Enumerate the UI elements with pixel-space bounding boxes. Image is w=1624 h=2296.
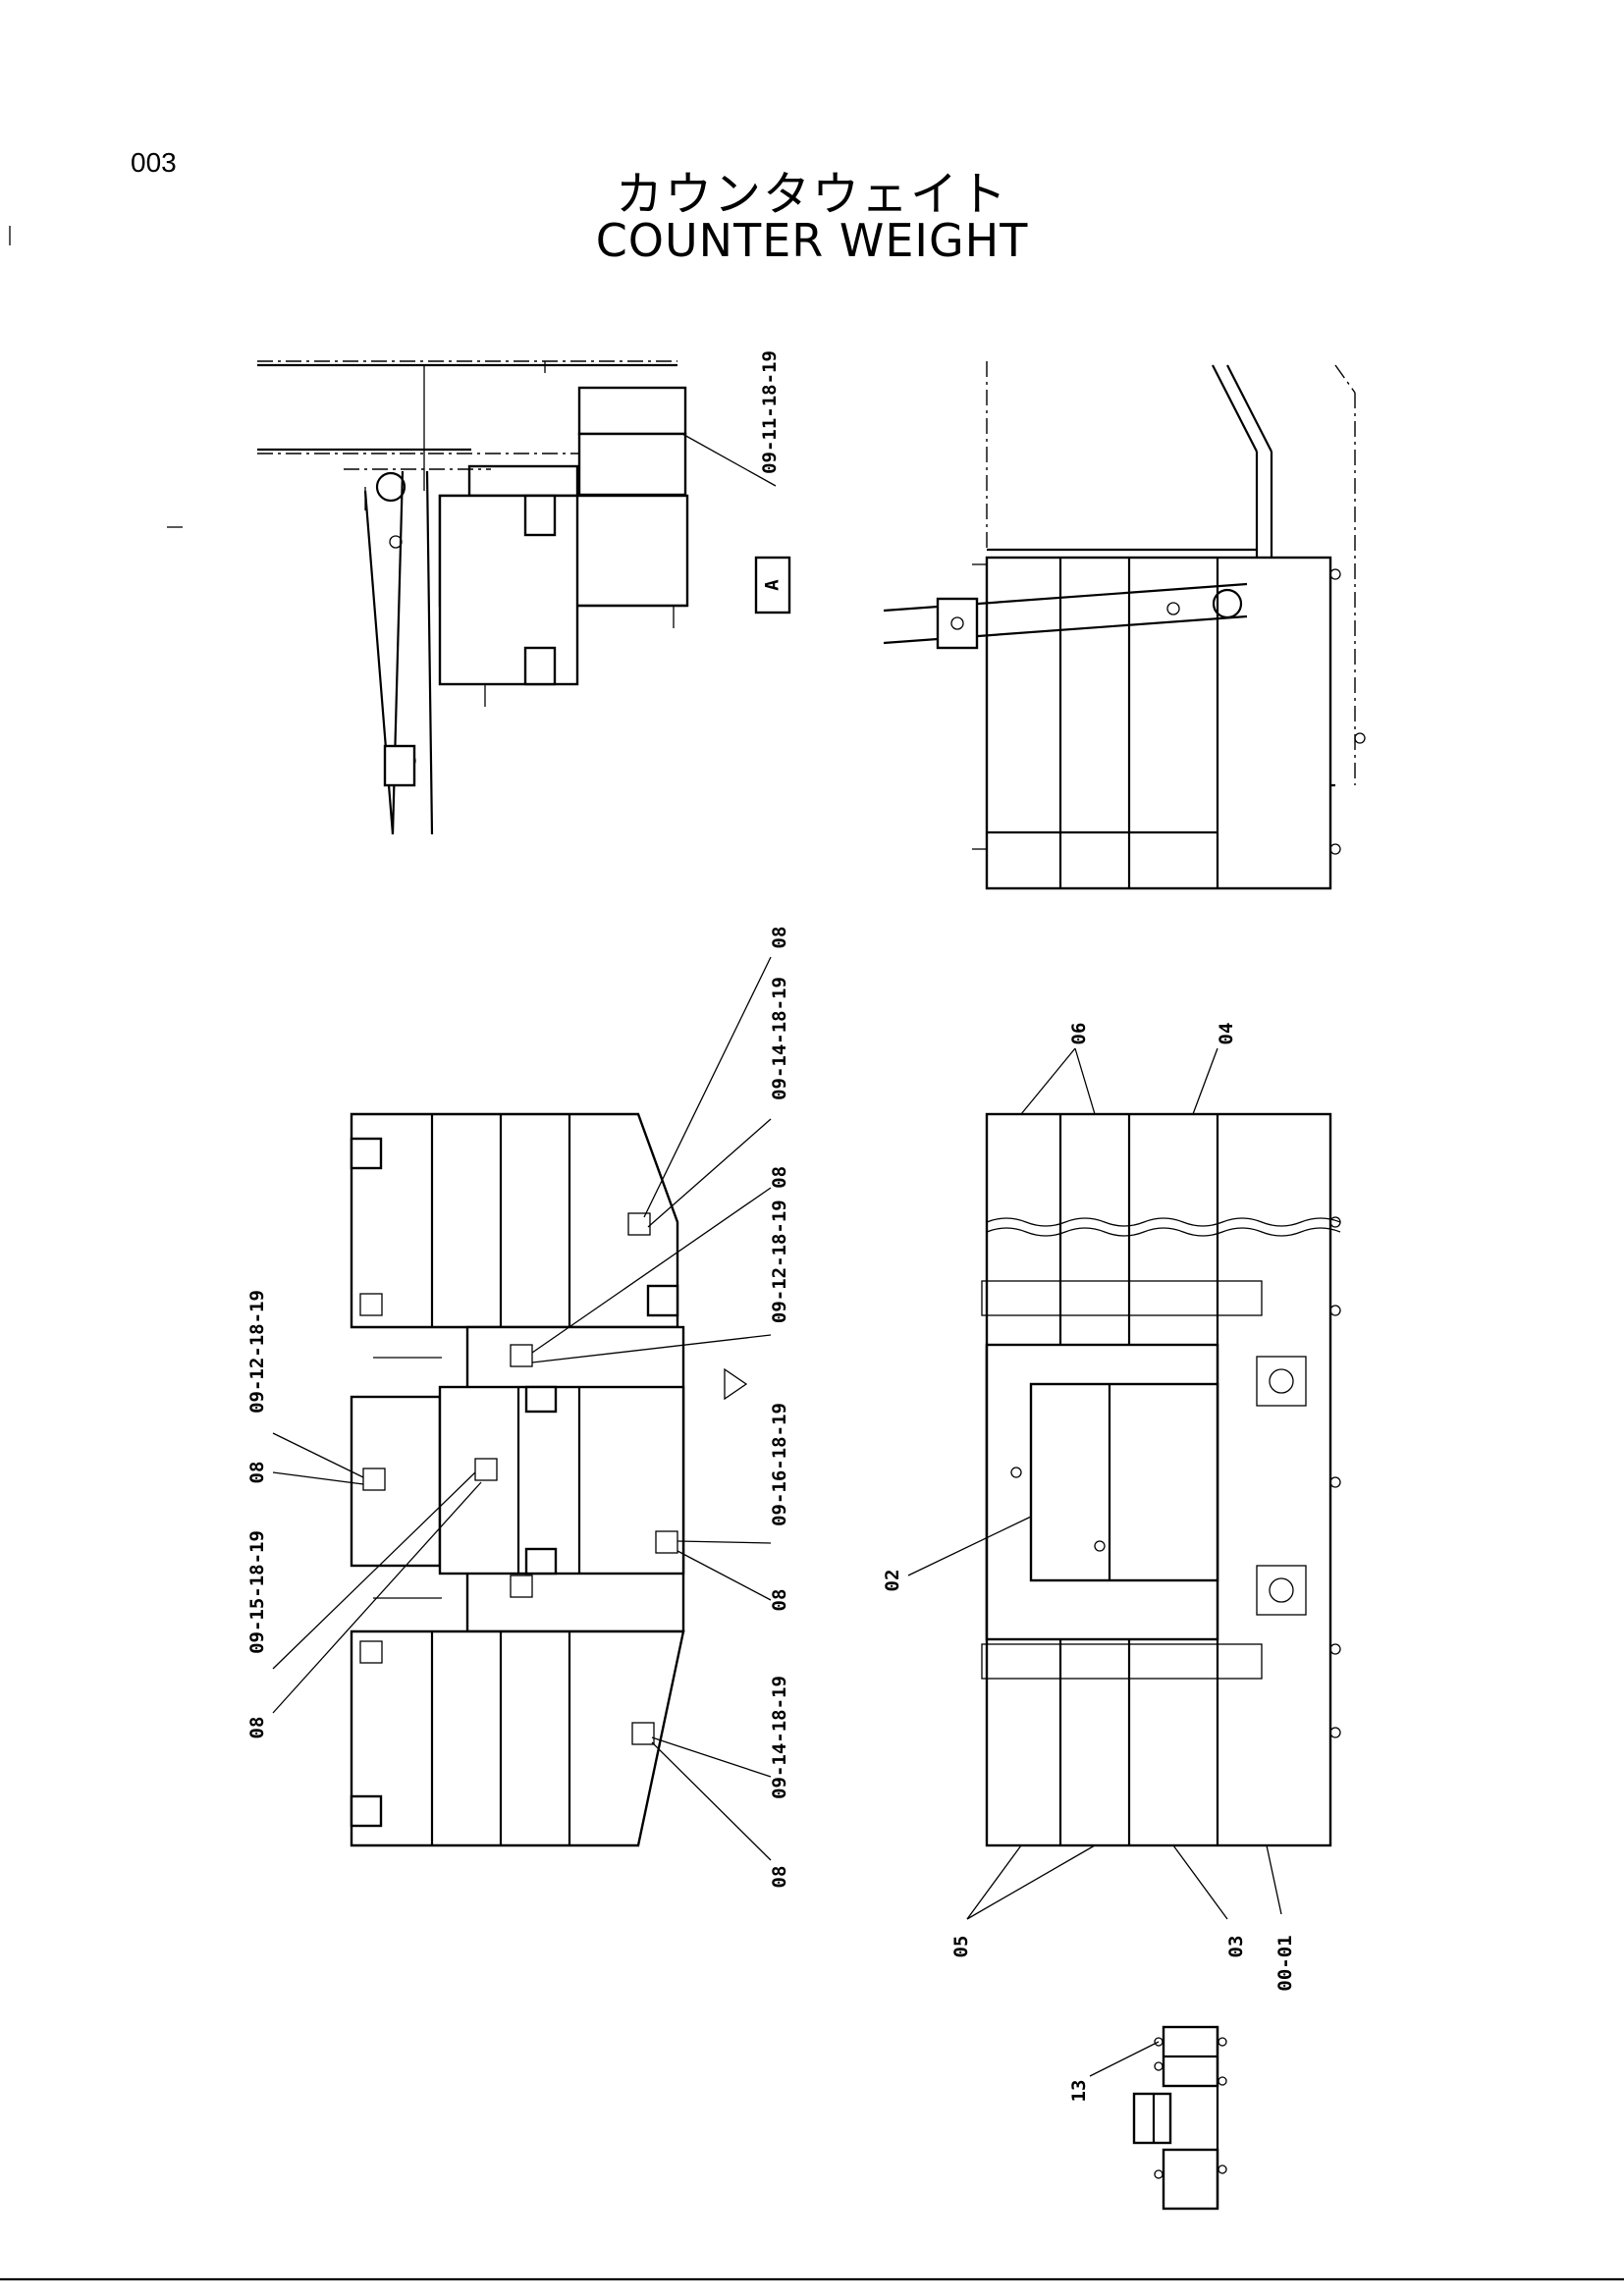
page-number: 003	[131, 147, 177, 178]
callout-13: 13	[1068, 2080, 1090, 2103]
title-japanese: カウンタウェイト	[615, 167, 1008, 222]
callout-04: 04	[1216, 1023, 1237, 1045]
callout-08-left-bottom: 08	[246, 1717, 268, 1739]
view-marker-label: A	[762, 579, 784, 591]
callout-09-15-18-19-left: 09-15-18-19	[246, 1530, 268, 1654]
callout-00-01: 00-01	[1274, 1935, 1296, 1991]
callout-06: 06	[1068, 1023, 1090, 1045]
callout-05: 05	[950, 1936, 972, 1958]
view-marker-box	[754, 556, 791, 614]
small-detail-view	[1132, 2025, 1227, 2211]
middle-right-front-view	[981, 1112, 1341, 1847]
top-right-end-view	[883, 361, 1366, 890]
title-english: COUNTER WEIGHT	[595, 214, 1029, 267]
callout-08-mid: 08	[769, 1589, 790, 1612]
callout-02: 02	[882, 1570, 903, 1592]
callout-09-14-18-19-bottom: 09-14-18-19	[769, 1676, 790, 1799]
callout-09-12-18-19-08: 09-12-18-19 08	[769, 1166, 790, 1323]
callout-08-bottom: 08	[769, 1866, 790, 1889]
callout-08-left-top: 08	[246, 1462, 268, 1484]
middle-left-top-view	[350, 1112, 748, 1847]
top-left-side-view	[257, 360, 689, 835]
callout-09-16-18-19: 09-16-18-19	[769, 1403, 790, 1526]
callout-09-12-18-19-left: 09-12-18-19	[246, 1290, 268, 1414]
callout-08-top: 08	[769, 927, 790, 949]
callout-09-14-18-19-top: 09-14-18-19	[769, 977, 790, 1100]
callout-03: 03	[1225, 1936, 1247, 1958]
callout-09-11-18-19: 09-11-18-19	[759, 350, 781, 474]
